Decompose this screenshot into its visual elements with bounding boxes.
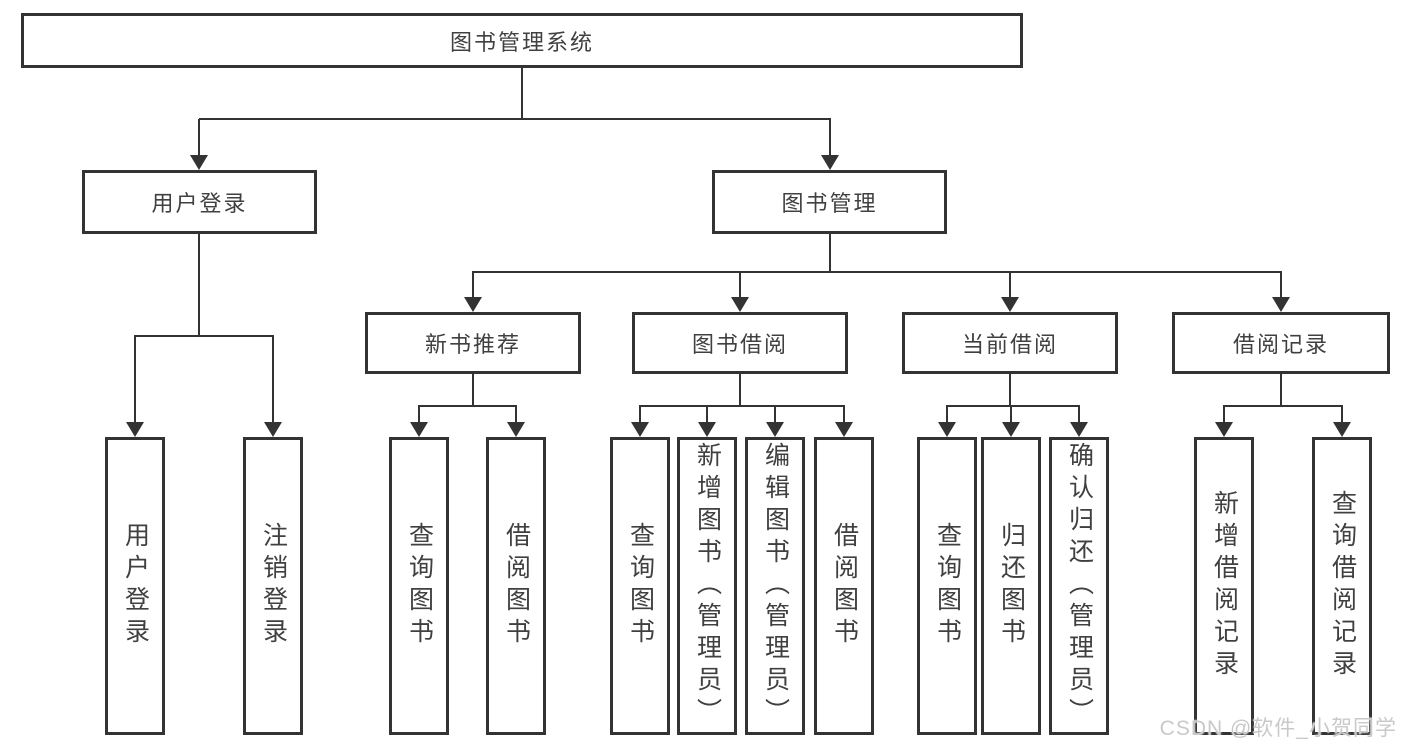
connector-new-book-stem xyxy=(472,374,474,406)
connector-book-management-split xyxy=(472,271,1282,273)
arrow-to-leaf-logout xyxy=(264,336,282,437)
leaf-newbook-borrow-books: 借阅图书 xyxy=(486,437,546,735)
leaf-user-login: 用户登录 xyxy=(105,437,165,735)
connector-new-book-split xyxy=(418,405,517,407)
connector-borrow-records-split xyxy=(1223,405,1343,407)
arrow-current-borrow-leaf-1 xyxy=(938,406,956,437)
arrow-to-book-management xyxy=(821,119,839,170)
node-borrow-records: 借阅记录 xyxy=(1172,312,1390,374)
connector-user-login-stem xyxy=(198,234,200,336)
arrow-book-borrow-leaf-2 xyxy=(698,406,716,437)
leaf-borrow-edit-books-admin: 编辑图书（管理员） xyxy=(745,437,805,735)
arrow-borrow-records-leaf-2 xyxy=(1333,406,1351,437)
arrow-new-book-leaf-1 xyxy=(410,406,428,437)
connector-book-borrow-split xyxy=(639,405,845,407)
arrow-to-borrow-records xyxy=(1272,272,1290,312)
node-user-login: 用户登录 xyxy=(82,170,317,234)
arrow-to-leaf-user-login xyxy=(126,336,144,437)
connector-book-borrow-stem xyxy=(739,374,741,406)
leaf-newbook-query-books: 查询图书 xyxy=(389,437,449,735)
connector-user-login-split xyxy=(134,335,274,337)
node-root-library-management-system: 图书管理系统 xyxy=(21,13,1023,68)
arrow-to-book-borrow xyxy=(731,272,749,312)
leaf-borrow-borrow-books: 借阅图书 xyxy=(814,437,874,735)
leaf-records-query-record: 查询借阅记录 xyxy=(1312,437,1372,735)
leaf-current-query-books: 查询图书 xyxy=(917,437,977,735)
leaf-borrow-add-books-admin: 新增图书（管理员） xyxy=(677,437,737,735)
node-current-borrow: 当前借阅 xyxy=(902,312,1118,374)
connector-book-management-stem xyxy=(829,234,831,272)
leaf-current-return-books: 归还图书 xyxy=(981,437,1041,735)
arrow-current-borrow-leaf-3 xyxy=(1070,406,1088,437)
arrow-book-borrow-leaf-1 xyxy=(631,406,649,437)
node-book-borrow: 图书借阅 xyxy=(632,312,848,374)
arrow-book-borrow-leaf-3 xyxy=(766,406,784,437)
leaf-borrow-query-books: 查询图书 xyxy=(610,437,670,735)
leaf-logout: 注销登录 xyxy=(243,437,303,735)
arrow-borrow-records-leaf-1 xyxy=(1215,406,1233,437)
leaf-records-add-record: 新增借阅记录 xyxy=(1194,437,1254,735)
connector-current-borrow-split xyxy=(946,405,1080,407)
arrow-current-borrow-leaf-2 xyxy=(1002,406,1020,437)
connector-root-split xyxy=(199,118,831,120)
connector-current-borrow-stem xyxy=(1009,374,1011,406)
node-book-management: 图书管理 xyxy=(712,170,947,234)
leaf-current-confirm-return-admin: 确认归还（管理员） xyxy=(1049,437,1109,735)
arrow-to-new-book-recommend xyxy=(464,272,482,312)
arrow-to-user-login xyxy=(190,119,208,170)
arrow-to-current-borrow xyxy=(1001,272,1019,312)
node-new-book-recommend: 新书推荐 xyxy=(365,312,581,374)
arrow-book-borrow-leaf-4 xyxy=(835,406,853,437)
arrow-new-book-leaf-2 xyxy=(507,406,525,437)
connector-borrow-records-stem xyxy=(1280,374,1282,406)
connector-root-stem xyxy=(521,68,523,119)
